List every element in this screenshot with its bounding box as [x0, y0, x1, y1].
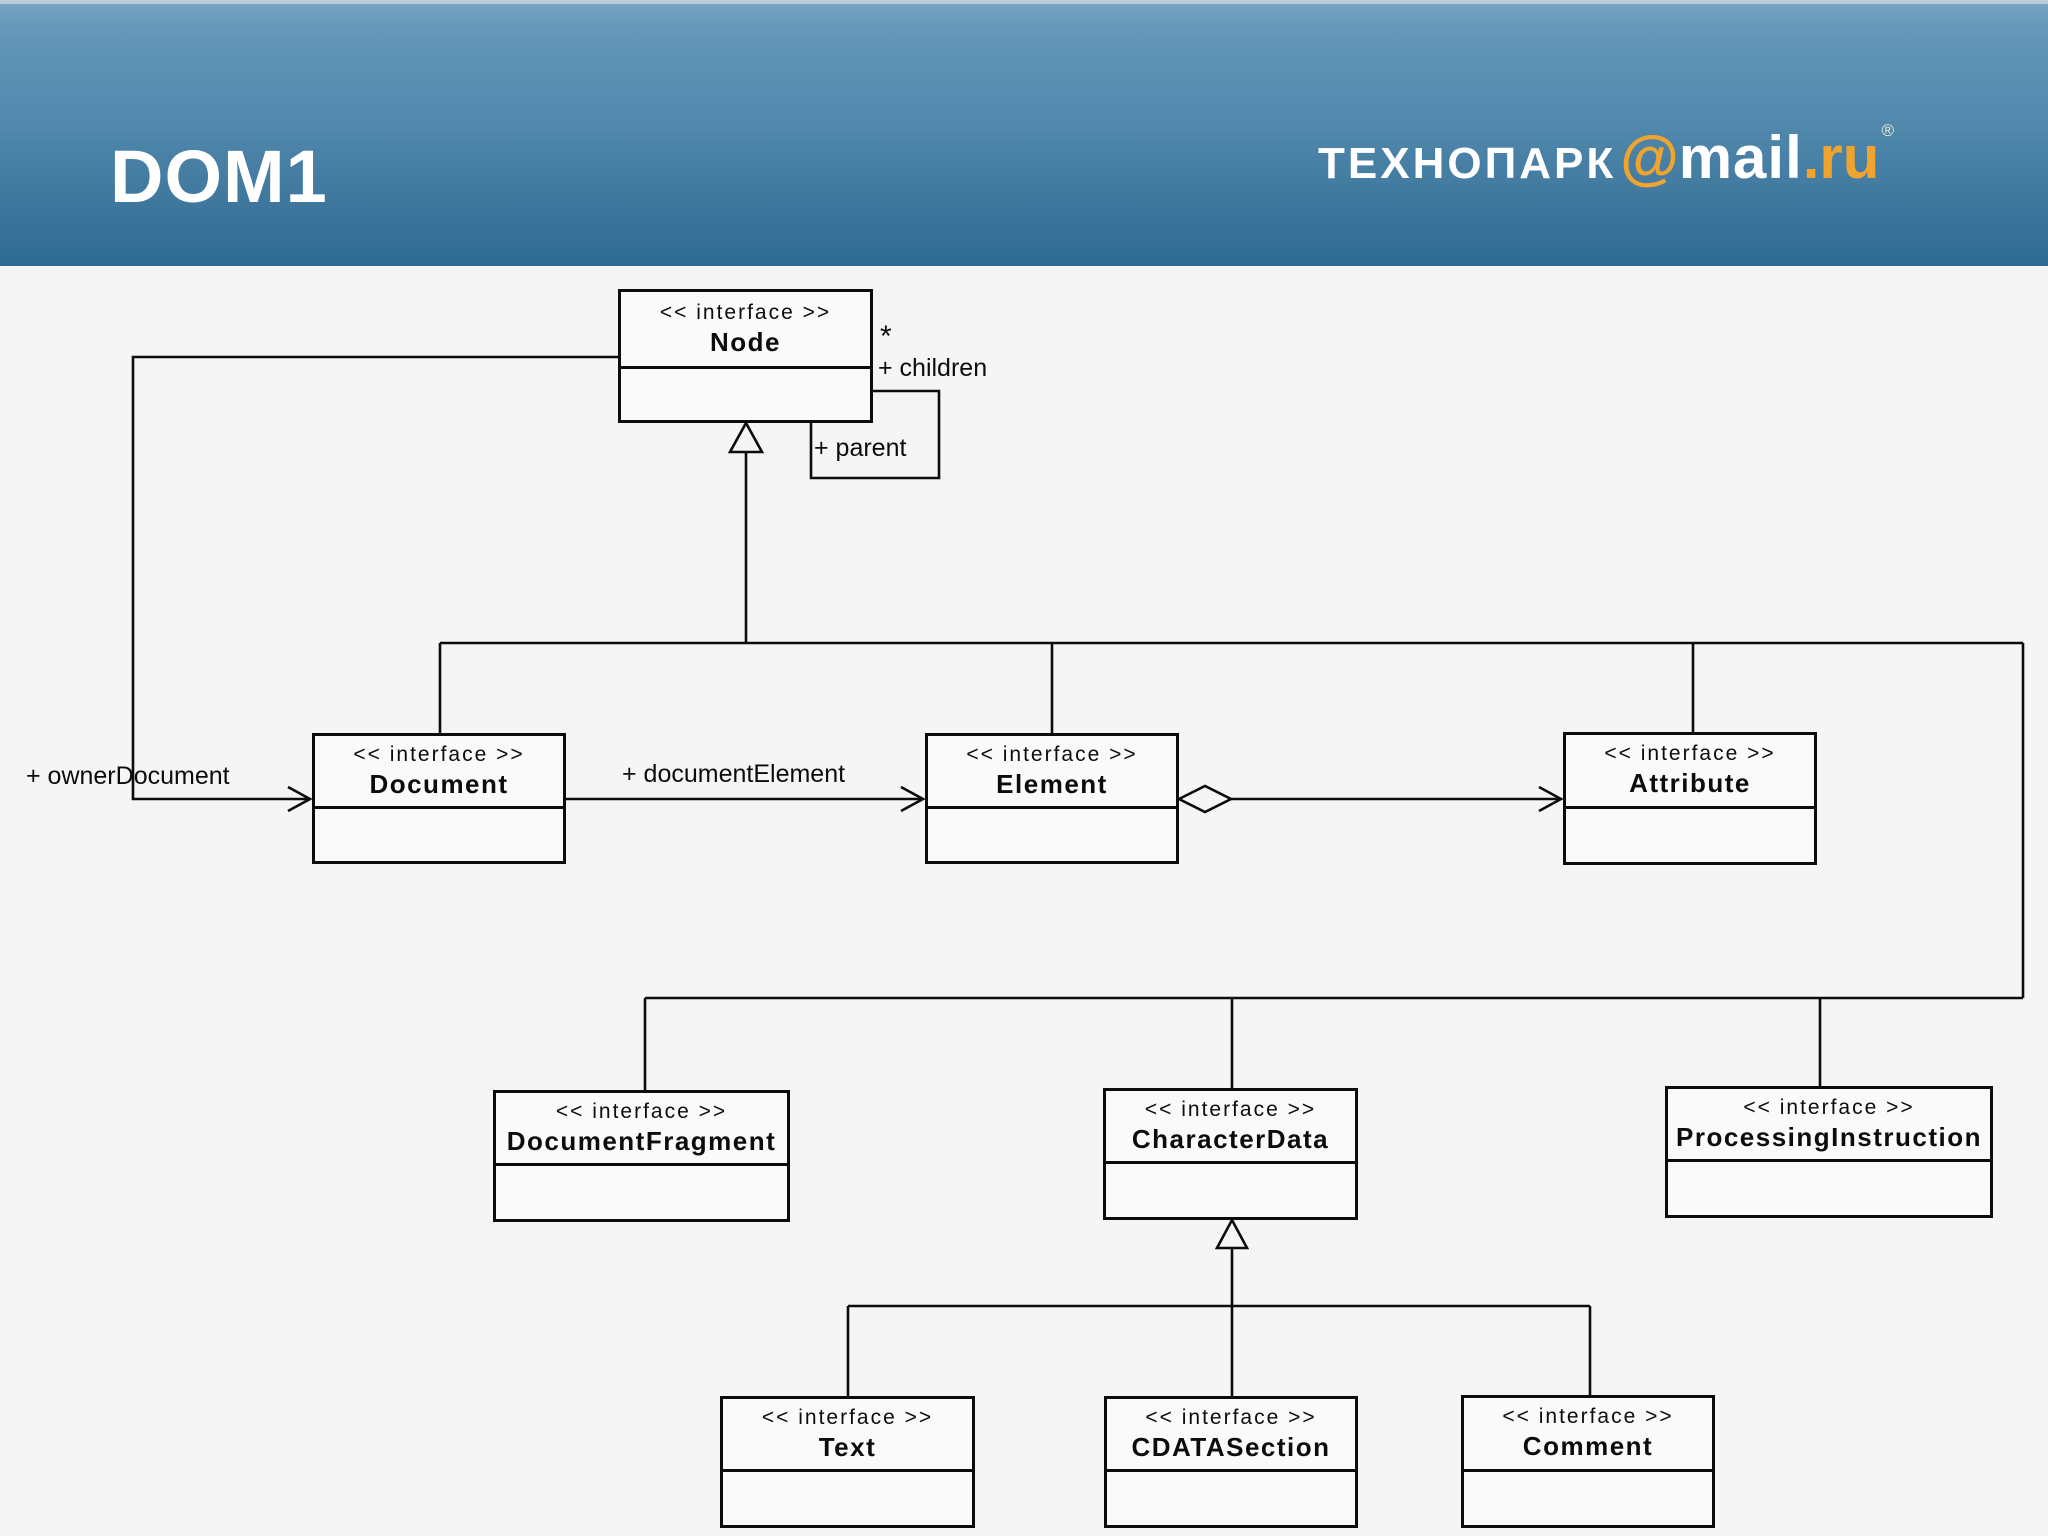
class-name: Comment — [1522, 1431, 1654, 1461]
owner-document-label: + ownerDocument — [26, 762, 230, 790]
class-name: Text — [818, 1431, 877, 1462]
stereotype-label: << interface >> — [966, 742, 1138, 766]
logo-mail-text: mail — [1678, 124, 1803, 191]
class-comment: << interface >> Comment — [1461, 1395, 1715, 1528]
document-element-label: + documentElement — [622, 760, 846, 788]
class-processing-instruction: << interface >> ProcessingInstruction — [1665, 1086, 1993, 1218]
class-empty-compartment — [1464, 1469, 1712, 1525]
class-title-compartment: << interface >> DocumentFragment — [496, 1093, 787, 1163]
class-document-fragment: << interface >> DocumentFragment — [493, 1090, 790, 1222]
header-banner: DOM1 ТЕХНОПАРК @ mail .ru ® — [0, 0, 2048, 266]
header-top-strip — [0, 0, 2048, 4]
class-element: << interface >> Element — [925, 733, 1179, 864]
stereotype-label: << interface >> — [1743, 1095, 1915, 1119]
class-name: CDATASection — [1131, 1431, 1331, 1462]
stereotype-label: << interface >> — [1145, 1405, 1317, 1429]
generalization-tree-node — [438, 420, 2025, 1092]
stereotype-label: << interface >> — [1502, 1405, 1674, 1428]
class-name: Node — [710, 326, 781, 357]
class-text: << interface >> Text — [720, 1396, 975, 1528]
class-empty-compartment — [1668, 1159, 1990, 1215]
parent-label: + parent — [814, 434, 907, 462]
class-empty-compartment — [315, 806, 563, 861]
class-attribute: << interface >> Attribute — [1563, 732, 1817, 865]
class-empty-compartment — [1566, 806, 1814, 862]
children-multiplicity-label: * — [880, 320, 892, 353]
class-title-compartment: << interface >> Document — [315, 736, 563, 806]
arrowhead-owner-document — [287, 785, 313, 813]
class-character-data: << interface >> CharacterData — [1103, 1088, 1358, 1220]
aggregation-element-attribute — [1176, 784, 1564, 814]
logo-brand-text: ТЕХНОПАРК — [1318, 139, 1617, 188]
generalization-tree-character-data — [846, 1217, 1592, 1398]
class-name: ProcessingInstruction — [1676, 1121, 1982, 1152]
class-name: Document — [369, 768, 509, 799]
arrowhead-element-attribute — [1538, 785, 1564, 813]
class-name: Attribute — [1629, 768, 1751, 798]
class-node: << interface >> Node — [618, 289, 873, 423]
class-title-compartment: << interface >> Text — [723, 1399, 972, 1469]
generalization-triangle-node — [727, 420, 765, 454]
class-title-compartment: << interface >> ProcessingInstruction — [1668, 1089, 1990, 1159]
class-title-compartment: << interface >> Node — [621, 292, 870, 366]
class-cdata-section: << interface >> CDATASection — [1104, 1396, 1358, 1528]
class-empty-compartment — [723, 1469, 972, 1525]
class-title-compartment: << interface >> CDATASection — [1107, 1399, 1355, 1469]
generalization-triangle-character-data — [1214, 1217, 1250, 1250]
stereotype-label: << interface >> — [555, 1099, 728, 1123]
class-name: DocumentFragment — [506, 1125, 777, 1156]
stereotype-label: << interface >> — [659, 300, 832, 324]
aggregation-diamond — [1176, 784, 1234, 814]
slide-title: DOM1 — [110, 135, 328, 218]
registered-trademark-icon: ® — [1881, 121, 1894, 140]
association-node-self-loop — [809, 389, 941, 480]
class-title-compartment: << interface >> Element — [928, 736, 1176, 806]
association-document-element — [566, 785, 926, 813]
class-name: CharacterData — [1131, 1123, 1330, 1154]
class-title-compartment: << interface >> Comment — [1464, 1398, 1712, 1469]
class-empty-compartment — [496, 1163, 787, 1219]
stereotype-label: << interface >> — [761, 1405, 934, 1429]
class-empty-compartment — [928, 806, 1176, 861]
class-empty-compartment — [1106, 1161, 1355, 1217]
class-empty-compartment — [621, 366, 870, 420]
class-title-compartment: << interface >> Attribute — [1566, 735, 1814, 806]
stereotype-label: << interface >> — [353, 742, 525, 766]
stereotype-label: << interface >> — [1144, 1097, 1317, 1121]
technopark-mailru-logo: ТЕХНОПАРК @ mail .ru ® — [1318, 122, 1894, 191]
association-owner-document — [131, 355, 618, 813]
class-empty-compartment — [1107, 1469, 1355, 1525]
arrowhead-document-element — [900, 785, 926, 813]
class-document: << interface >> Document — [312, 733, 566, 864]
children-label: + children — [878, 354, 988, 382]
logo-at-icon: @ — [1620, 124, 1679, 191]
stereotype-label: << interface >> — [1604, 742, 1776, 765]
logo-tld-text: .ru — [1802, 124, 1880, 191]
class-title-compartment: << interface >> CharacterData — [1106, 1091, 1355, 1161]
class-name: Element — [996, 768, 1108, 799]
